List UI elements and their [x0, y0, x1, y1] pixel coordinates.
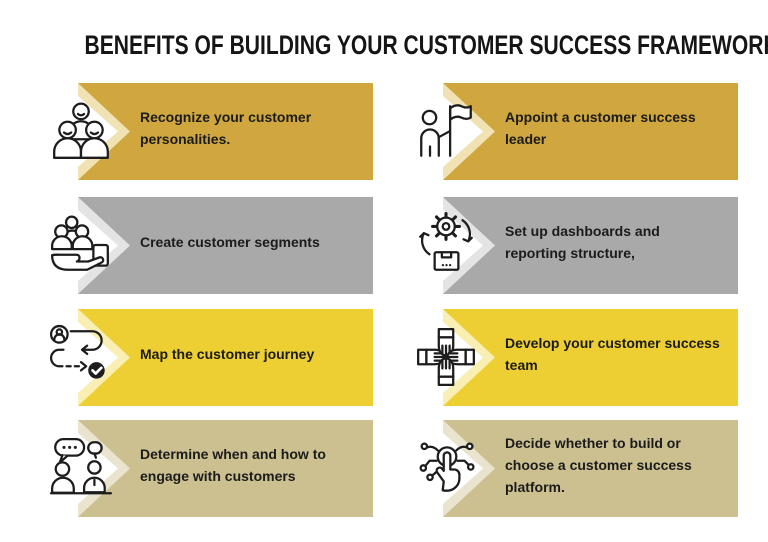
benefit-label: Develop your customer success team — [505, 332, 720, 376]
banner-body — [443, 309, 738, 406]
banner-body — [78, 420, 373, 517]
benefit-label: Determine when and how to engage with cu… — [140, 443, 326, 487]
banner-body — [78, 309, 373, 406]
label-line: Create customer segments — [140, 233, 320, 250]
benefit-label: Map the customer journey — [140, 343, 314, 365]
people-group-icon — [48, 98, 114, 164]
banner-body — [78, 83, 373, 180]
label-line: engage with customers — [140, 467, 296, 484]
label-line: leader — [505, 130, 547, 147]
hand-holding-customers-icon — [48, 212, 114, 278]
benefit-item-develop-team: Develop your customer success team — [413, 309, 738, 406]
benefit-item-recognize-personalities: Recognize your customer personalities. — [48, 83, 373, 180]
label-line: team — [505, 356, 538, 373]
label-line: Determine when and how to — [140, 445, 326, 462]
banner-notch — [78, 322, 118, 393]
conversation-people-icon — [48, 435, 114, 501]
label-line: personalities. — [140, 130, 231, 147]
label-line: Set up dashboards and — [505, 222, 660, 239]
label-line: reporting structure, — [505, 244, 635, 261]
label-line: choose a customer success — [505, 456, 692, 473]
benefit-item-map-journey: Map the customer journey — [48, 309, 373, 406]
label-line: Map the customer journey — [140, 345, 315, 362]
banner-body — [78, 197, 373, 294]
benefit-item-create-segments: Create customer segments — [48, 197, 373, 294]
label-line: Decide whether to build or — [505, 434, 681, 451]
banner-body — [443, 83, 738, 180]
banner-ribbon — [78, 309, 373, 406]
benefit-item-appoint-leader: Appoint a customer success leader — [413, 83, 738, 180]
gear-sync-box-icon — [413, 212, 479, 278]
journey-path-icon — [48, 324, 114, 390]
label-line: Recognize your customer — [140, 108, 312, 125]
page-title: BENEFITS OF BUILDING YOUR CUSTOMER SUCCE… — [84, 30, 768, 60]
benefit-item-engage-customers: Determine when and how to engage with cu… — [48, 420, 373, 517]
label-line: Develop your customer success — [505, 334, 720, 351]
team-hands-icon — [413, 324, 479, 390]
banner-body — [443, 420, 738, 517]
benefit-label: Decide whether to build or choose a cust… — [505, 432, 692, 498]
label-line: platform. — [505, 478, 565, 495]
label-line: Appoint a customer success — [505, 108, 696, 125]
benefit-label: Recognize your customer personalities. — [140, 106, 311, 150]
benefit-item-dashboards-reporting: Set up dashboards and reporting structur… — [413, 197, 738, 294]
benefit-label: Set up dashboards and reporting structur… — [505, 220, 660, 264]
benefit-item-choose-platform: Decide whether to build or choose a cust… — [413, 420, 738, 517]
tap-network-icon — [413, 435, 479, 501]
benefit-label: Create customer segments — [140, 231, 320, 253]
person-flag-icon — [413, 98, 479, 164]
benefit-label: Appoint a customer success leader — [505, 106, 696, 150]
banner-body — [443, 197, 738, 294]
